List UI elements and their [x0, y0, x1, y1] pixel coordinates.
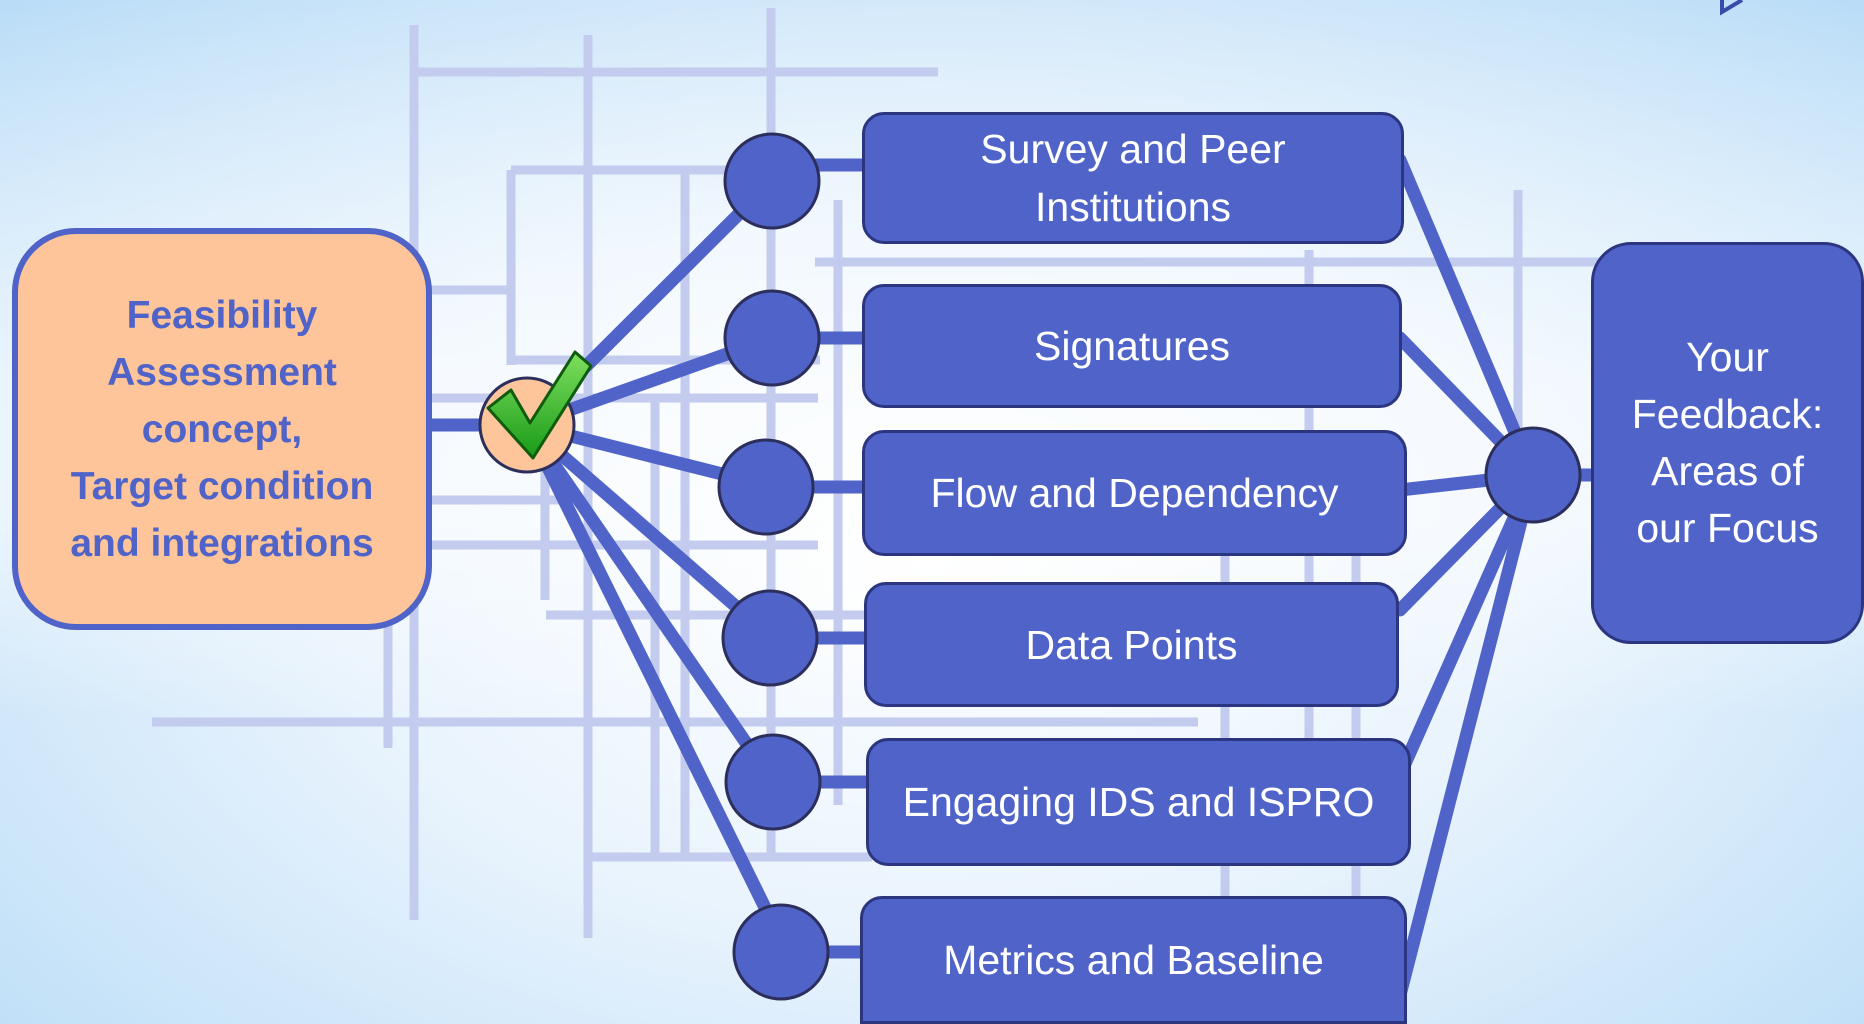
step-node-6: [732, 903, 830, 1001]
step-box-data-points: Data Points: [864, 582, 1399, 707]
step-label: Signatures: [1033, 323, 1230, 369]
step-label: Engaging IDS and ISPRO: [902, 779, 1375, 825]
step-box-engaging: Engaging IDS and ISPRO: [866, 738, 1411, 866]
step-node-1: [723, 132, 821, 230]
concept-label: Feasibility Assessment concept, Target c…: [70, 293, 374, 565]
feedback-label: Your Feedback: Areas of our Focus: [1631, 334, 1824, 551]
step-box-signatures: Signatures: [862, 284, 1402, 408]
step-box-survey: Survey and Peer Institutions: [862, 112, 1404, 244]
feedback-box: Your Feedback: Areas of our Focus: [1591, 242, 1864, 644]
step-label: Metrics and Baseline: [943, 937, 1324, 983]
step-label: Survey and Peer Institutions: [980, 126, 1286, 230]
concept-box: Feasibility Assessment concept, Target c…: [12, 228, 432, 630]
step-node-3: [717, 438, 815, 536]
step-node-4: [721, 589, 819, 687]
step-node-5: [724, 733, 822, 831]
step-box-flow: Flow and Dependency: [862, 430, 1407, 556]
step-label: Data Points: [1025, 621, 1238, 668]
merge-node: [1484, 426, 1582, 524]
step-label: Flow and Dependency: [930, 470, 1339, 516]
step-box-metrics: Metrics and Baseline: [860, 896, 1407, 1024]
step-node-2: [723, 289, 821, 387]
